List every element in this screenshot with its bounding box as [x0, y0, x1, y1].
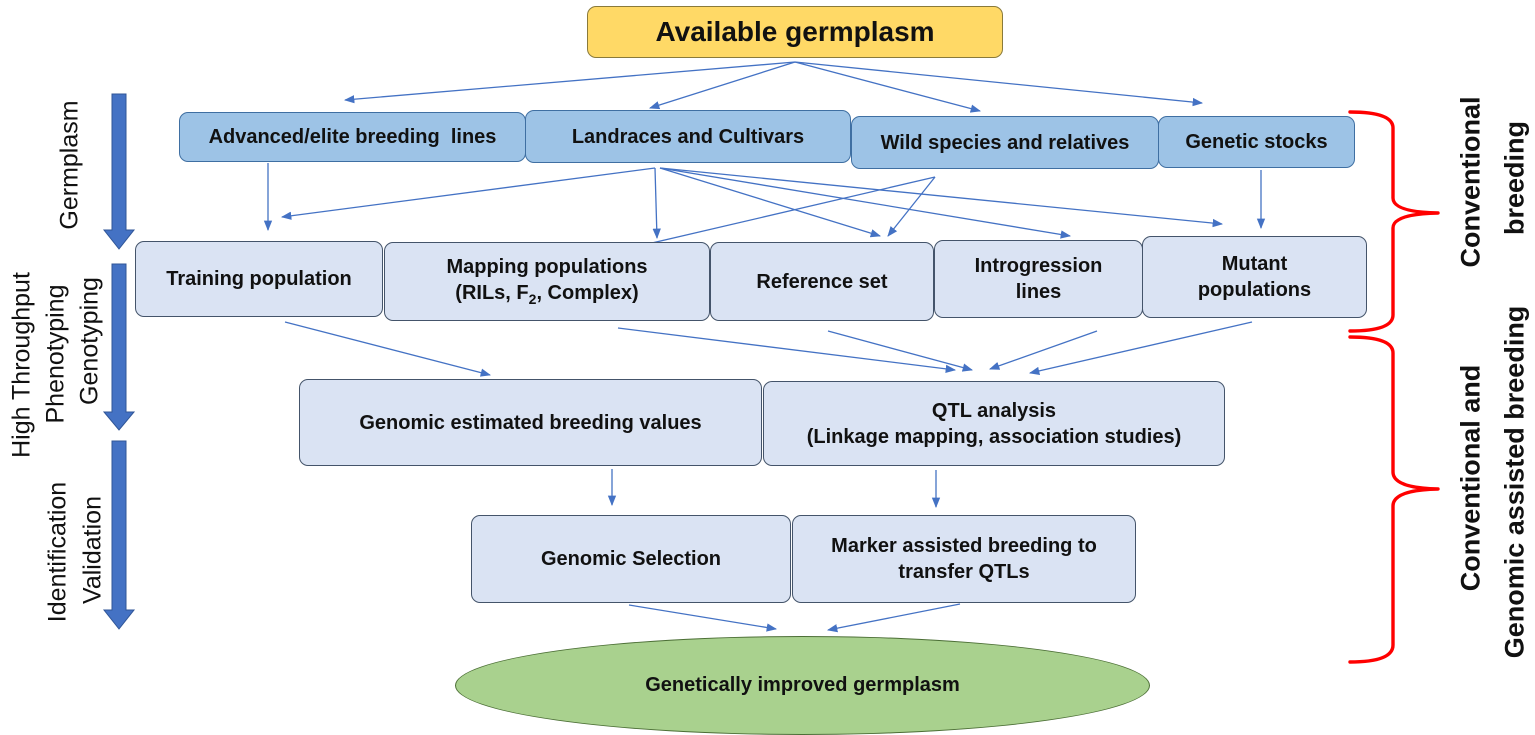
stage-label-germplasm: Germplasm	[55, 100, 84, 230]
arrow-mutant-to-qtl	[1028, 321, 1253, 375]
stage-arrow-genotyping	[102, 263, 136, 431]
source-label: Wild species and relatives	[880, 131, 1130, 154]
gebv-box: Genomic estimated breeding values	[299, 379, 762, 466]
mapping-populations-box: Mapping populations (RILs, F2, Complex)	[384, 242, 710, 321]
label-conventional-and: Conventional and	[1455, 364, 1486, 592]
mab-label-line1: Marker assisted breeding to	[831, 535, 1097, 557]
arrow-training-to-gebv	[284, 321, 492, 377]
source-label: Genetic stocks	[1185, 131, 1328, 153]
arrow-landraces-to-mutant	[659, 167, 1224, 228]
qtl-analysis-box: QTL analysis (Linkage mapping, associati…	[763, 381, 1225, 466]
source-landraces: Landraces and Cultivars	[525, 110, 851, 163]
label-conventional: Conventional	[1455, 96, 1486, 268]
stage-arrow-germplasm	[102, 93, 136, 250]
source-wild-species: Wild species and relatives	[851, 116, 1159, 169]
arrow-landraces-to-reference	[659, 167, 881, 238]
arrow-landraces-to-mapping	[652, 167, 661, 240]
mutant-populations-box: Mutant populations	[1142, 236, 1367, 318]
arrow-top-to-wild	[794, 61, 982, 113]
label-breeding: breeding	[1499, 120, 1530, 236]
arrow-mab-to-result	[826, 603, 961, 633]
qtl-label-line1: QTL analysis	[931, 399, 1057, 422]
label-genomic-assisted-breeding: Genomic assisted breeding	[1499, 305, 1530, 659]
introgression-label-line1: Introgression	[974, 255, 1103, 277]
mutant-label-line1: Mutant	[1221, 253, 1288, 275]
bracket-conventional	[1348, 110, 1440, 333]
bracket-genomic	[1348, 335, 1440, 664]
introgression-label-line2: lines	[1015, 281, 1062, 303]
mapping-populations-label: Mapping populations	[446, 256, 648, 279]
arrow-mapping-to-qtl	[617, 327, 957, 373]
improved-germplasm-label: Genetically improved germplasm	[645, 674, 960, 696]
arrow-gs-to-result	[628, 604, 778, 632]
qtl-label-line2: (Linkage mapping, association studies)	[806, 425, 1182, 448]
genomic-selection-box: Genomic Selection	[471, 515, 791, 603]
stage-label-identification: Identification	[43, 481, 72, 623]
marker-assisted-breeding-box: Marker assisted breeding to transfer QTL…	[792, 515, 1136, 603]
arrow-reference-to-qtl	[827, 330, 974, 372]
reference-set-label: Reference set	[756, 270, 888, 293]
stage-arrow-validation	[102, 440, 136, 630]
reference-set-box: Reference set	[710, 242, 934, 321]
arrow-top-to-stocks	[794, 61, 1204, 107]
available-germplasm-label: Available germplasm	[655, 15, 935, 47]
source-elite-lines: Advanced/elite breeding lines	[179, 112, 526, 162]
available-germplasm-box: Available germplasm	[587, 6, 1003, 58]
introgression-lines-box: Introgression lines	[934, 240, 1143, 318]
arrow-top-to-landraces	[649, 61, 796, 110]
mutant-label-line2: populations	[1197, 279, 1312, 301]
source-genetic-stocks: Genetic stocks	[1158, 116, 1355, 168]
training-population-box: Training population	[135, 241, 383, 317]
source-label: Advanced/elite breeding lines	[208, 126, 497, 148]
mapping-populations-detail: (RILs, F2, Complex)	[455, 282, 639, 308]
arrow-landraces-to-training	[280, 167, 656, 220]
arrow-top-to-elite	[343, 61, 796, 104]
stage-label-validation: Validation	[78, 496, 107, 604]
mab-label-line2: transfer QTLs	[898, 561, 1030, 583]
training-population-label: Training population	[166, 268, 352, 290]
improved-germplasm-ellipse: Genetically improved germplasm	[455, 636, 1150, 735]
arrow-introgression-to-qtl	[989, 330, 1098, 370]
arrow-wild-to-reference	[887, 176, 936, 237]
arrow-landraces-to-introgression	[659, 167, 1072, 239]
gebv-label: Genomic estimated breeding values	[359, 411, 702, 434]
stage-label-high-throughput: High Throughput	[7, 272, 36, 458]
source-label: Landraces and Cultivars	[571, 125, 805, 148]
genomic-selection-label: Genomic Selection	[540, 548, 722, 570]
stage-label-genotyping: Genotyping	[75, 277, 104, 405]
stage-label-phenotyping: Phenotyping	[41, 284, 70, 424]
